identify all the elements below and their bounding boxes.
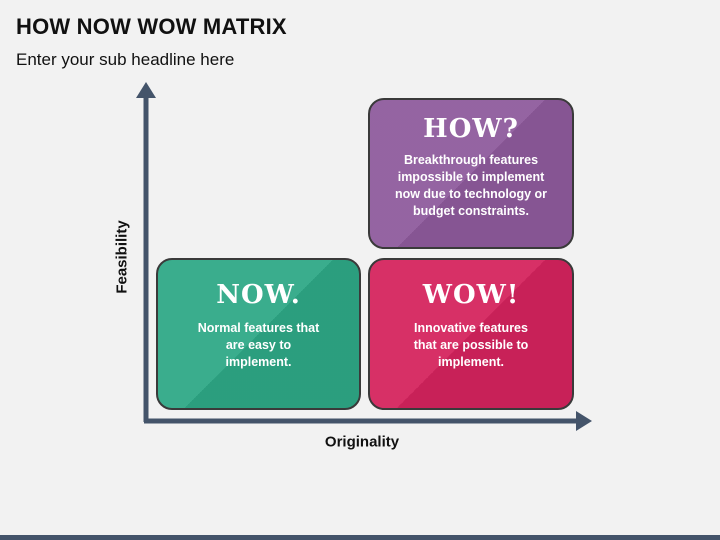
y-axis-label: Feasibility [113,220,131,294]
quadrant-wow-description: Innovative features that are possible to… [413,321,529,369]
quadrant-how-heading: HOW? [423,114,519,144]
quadrant-wow: WOW! Innovative features that are possib… [368,258,574,410]
quadrant-now-description: Normal features that are easy to impleme… [197,321,320,369]
quadrant-wow-heading: WOW! [422,280,520,310]
x-axis-label: Originality [324,433,400,451]
quadrant-shade [370,100,572,247]
quadrant-shade [370,260,572,408]
y-axis-arrowhead [136,82,156,98]
quadrant-shade [158,260,359,408]
slide-title: HOW NOW WOW MATRIX [16,14,287,39]
quadrant-how-description: Breakthrough features impossible to impl… [394,153,548,218]
quadrant-now: NOW. Normal features that are easy to im… [156,258,361,410]
bottom-accent-bar [0,535,720,540]
slide-subtitle: Enter your sub headline here [16,50,235,69]
quadrant-now-heading: NOW. [216,280,301,310]
quadrant-how: HOW? Breakthrough features impossible to… [368,98,574,249]
x-axis-arrowhead [576,411,592,431]
